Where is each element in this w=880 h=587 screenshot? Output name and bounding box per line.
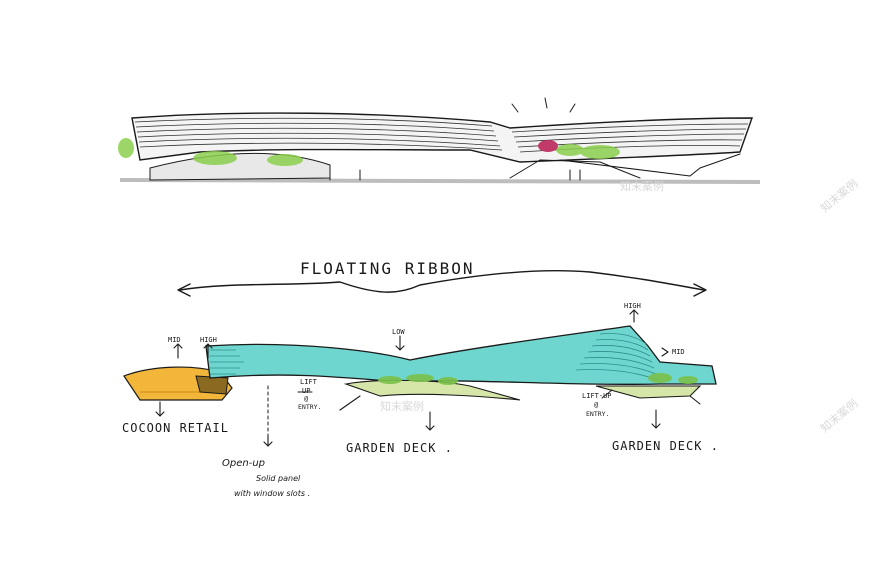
top-greenery [118,138,620,166]
marker-low-center: LOW [392,328,405,336]
top-under-structure [149,152,331,181]
garden-deck-right-volume [595,385,702,399]
label-garden-deck-right: GARDEN DECK . [612,439,719,453]
height-arrows [173,309,669,359]
label-cocoon-retail: COCOON RETAIL [122,421,229,435]
garden-deck-right-greenery [648,373,698,384]
label-openup-2: Solid panel [256,474,301,483]
label-garden-deck-center: GARDEN DECK . [346,441,453,455]
marker-high-left: HIGH [200,336,217,344]
watermark-3: 知末案例 [380,399,424,413]
top-people [329,169,581,181]
watermark-2: 知末案例 [818,176,861,215]
top-sparkle [511,97,576,113]
marker-mid-left: MID [168,336,181,344]
bottom-section-sketch [123,325,717,437]
watermark-4: 知末案例 [818,396,861,435]
label-lift-right-1: LIFT-UP [582,392,612,400]
top-flower-accent [538,140,558,152]
lift-up-arrows [297,389,613,399]
garden-deck-center-volume [343,379,521,401]
marker-mid-right: MID [672,348,685,356]
top-ground-line [119,178,761,184]
label-lift-left-4: ENTRY. [298,403,321,411]
diagram-title: FLOATING RIBBON [300,259,475,278]
span-arrow-left-head [177,283,191,297]
label-lift-left-1: LIFT [300,378,318,386]
label-openup-1: Open-up [222,458,265,469]
label-lift-left-3: @ [304,395,309,403]
label-arrows [155,401,661,447]
garden-deck-center-greenery [378,374,458,385]
label-openup-3: with window slots . [234,489,310,498]
top-elevation-sketch [118,97,761,184]
watermark-1: 知末案例 [620,179,664,193]
ribbon-volume [205,325,717,385]
label-lift-right-3: ENTRY. [586,410,609,418]
label-lift-right-2: @ [594,401,599,409]
ribbon-left-hatching [210,349,244,375]
marker-high-right: HIGH [624,302,641,310]
span-arrow [179,270,705,293]
label-lift-left-2: UP [302,387,310,395]
span-arrow-right-head [693,283,707,297]
